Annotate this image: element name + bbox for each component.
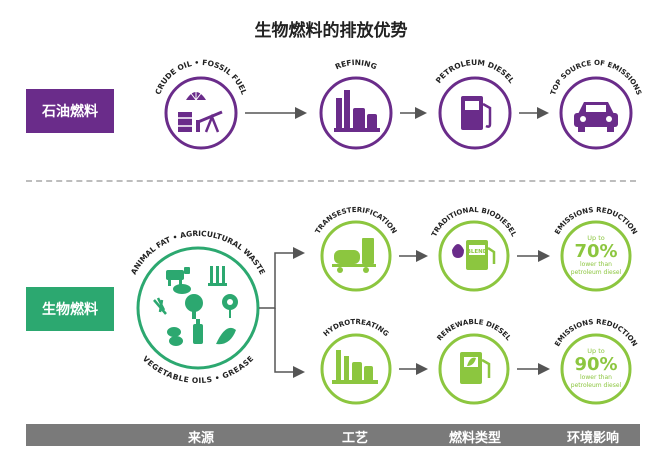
tank-truck-icon <box>332 238 376 273</box>
upto-70-label: Up to <box>587 234 604 242</box>
stage-source-label: 来源 <box>187 431 214 446</box>
reduction-90-value: 90% <box>574 354 617 375</box>
fossil-fuel-label: 石油燃料 <box>26 89 114 133</box>
refining-arc-label: REFINING <box>334 58 378 71</box>
pea-pod-icon <box>216 327 236 345</box>
hydro-refinery-icon <box>332 350 378 384</box>
transesterification-node: TRANSESTERIFICATION <box>314 206 398 292</box>
leaf-pump-icon <box>460 352 491 384</box>
lower-than-70-label: lower than <box>580 261 612 268</box>
stage-process-label: 工艺 <box>341 431 368 446</box>
stage-impact-label: 环境影响 <box>566 431 619 446</box>
arrow-bio-branch-up <box>259 247 305 309</box>
shell-logo-icon <box>186 90 206 101</box>
car-icon <box>574 102 618 132</box>
lower-than-90-label: lower than <box>580 374 612 381</box>
cow-icon <box>166 267 190 286</box>
fuel-pump-icon <box>461 96 492 130</box>
emissions-reduction-90-node: EMISSIONS REDUCTION Up to 90% lower than… <box>553 318 639 405</box>
row-divider <box>26 180 636 182</box>
petroleum-diesel-90-label: petroleum diesel <box>571 382 622 389</box>
arrow-bio-branch-down <box>274 308 305 378</box>
oil-barrel-icon <box>178 112 192 132</box>
renewable-diesel-node: RENEWABLE DIESEL <box>436 318 513 405</box>
blend-pump-icon: BLEND <box>452 240 496 270</box>
pumpjack-icon <box>196 110 223 133</box>
biofuel-label: 生物燃料 <box>26 287 114 331</box>
flower-icon <box>222 294 238 318</box>
stage-fuel-type-label: 燃料类型 <box>448 431 501 446</box>
biofuel-source-node: ANIMAL FAT • AGRICULTURAL WASTE VEGETABL… <box>129 229 267 385</box>
bean-icon <box>167 327 183 346</box>
petroleum-diesel-70-label: petroleum diesel <box>571 269 622 276</box>
blend-tag: BLEND <box>467 249 488 255</box>
refining-node: REFINING <box>319 58 393 150</box>
refinery-icon <box>334 90 380 132</box>
page-title: 生物燃料的排放优势 <box>254 21 408 41</box>
fossil-source-node: CRUDE OIL • FOSSIL FUEL <box>153 58 249 150</box>
petroleum-diesel-node: PETROLEUM DIESEL <box>434 58 516 150</box>
tree-icon <box>185 294 203 319</box>
emissions-reduction-70-node: EMISSIONS REDUCTION Up to 70% lower than… <box>553 206 639 292</box>
bottle-icon <box>193 319 203 344</box>
hydrotreating-node: HYDROTREATING <box>320 318 392 405</box>
pig-icon <box>173 284 191 294</box>
reduction-70-value: 70% <box>574 241 617 262</box>
top-emissions-node: TOP SOURCE OF EMISSIONS <box>549 59 643 150</box>
traditional-biodiesel-node: TRADITIONAL BIODIESEL BLEND <box>430 206 518 292</box>
crops-icon <box>208 266 227 286</box>
stage-bar: 来源 工艺 燃料类型 环境影响 <box>26 424 640 446</box>
wheat-icon <box>153 297 167 315</box>
upto-90-label: Up to <box>587 347 604 355</box>
